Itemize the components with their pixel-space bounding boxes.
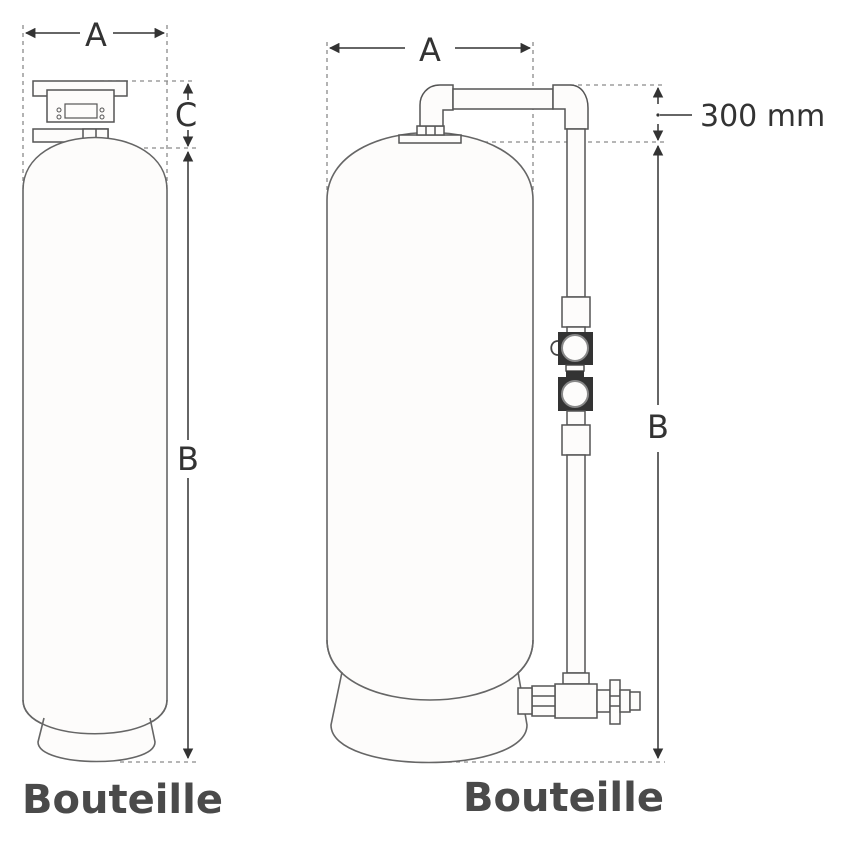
right-tank-diagram bbox=[326, 42, 692, 764]
right-tank-body bbox=[326, 131, 534, 701]
left-label-b: B bbox=[177, 440, 199, 478]
bottom-piping bbox=[517, 410, 641, 725]
valve-assembly bbox=[550, 332, 593, 411]
left-label-a: A bbox=[85, 16, 107, 54]
top-piping bbox=[398, 84, 591, 336]
right-label-300mm: 300 mm bbox=[700, 99, 825, 134]
left-tank-body bbox=[22, 136, 168, 735]
left-tank-base bbox=[37, 717, 156, 763]
left-tank-diagram bbox=[22, 25, 196, 763]
right-label-b: B bbox=[647, 408, 669, 446]
left-label-c: C bbox=[175, 96, 197, 134]
right-caption: Bouteille bbox=[463, 775, 664, 821]
left-caption: Bouteille bbox=[22, 777, 223, 823]
right-label-a: A bbox=[419, 31, 441, 69]
